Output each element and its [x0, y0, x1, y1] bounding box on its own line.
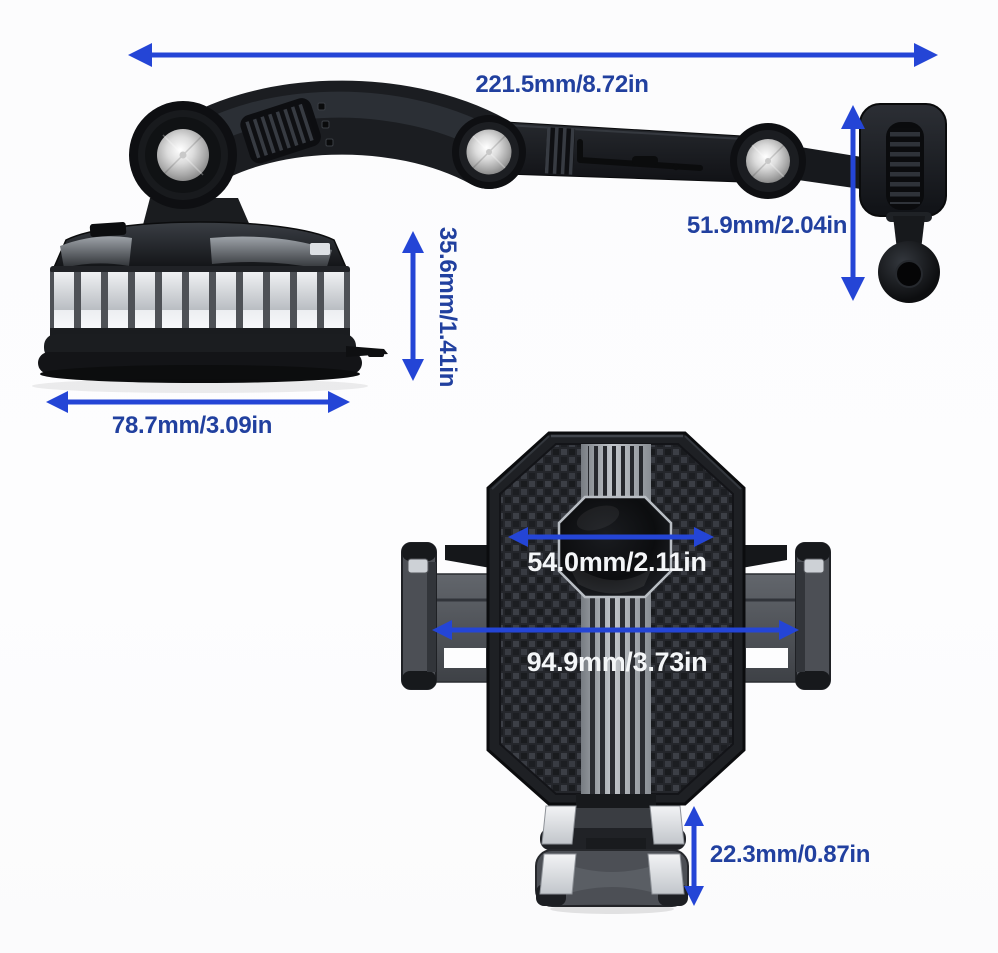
grip-pad-shade [427, 562, 436, 672]
dimension-label-base-height: 35.6mm/1.41in [434, 226, 461, 388]
arrow-end-drop-height [841, 105, 865, 301]
arm-dot-2 [321, 120, 330, 129]
arrow-foot-height [684, 806, 704, 906]
dimension-arrows [46, 43, 938, 906]
arrow-arm-length [128, 43, 938, 67]
dimension-label-foot-height: 22.3mm/0.87in [709, 841, 871, 868]
arrow-clamp-max-width [432, 620, 799, 640]
ground-shadow [32, 379, 368, 393]
base-cap-tab [310, 243, 330, 255]
ball-hole [896, 261, 922, 287]
phone-clamp-view [401, 431, 832, 914]
arrow-base-width [46, 391, 350, 413]
base-button [89, 221, 127, 238]
end-link [794, 146, 868, 190]
knurl-bottom-band [50, 328, 350, 336]
dimension-label-base-width: 78.7mm/3.09in [111, 412, 273, 439]
bar-grip-ribs [544, 127, 576, 175]
ball-stem [893, 216, 925, 250]
foot1-pad-left [541, 805, 577, 845]
center-octagon-button [557, 495, 673, 599]
arm-joint-middle [452, 115, 526, 189]
foot2-pad-right [647, 853, 685, 895]
column-stripes-top [588, 446, 646, 504]
base-cap-inset-right [210, 236, 332, 270]
grip-pad-bottom-cap [402, 671, 436, 689]
arm-spring-grip [240, 98, 321, 164]
foot2-bowtie [560, 862, 664, 896]
suction-base [32, 221, 388, 393]
suction-mount-view [32, 80, 947, 393]
feet-shadow [550, 904, 674, 914]
bar-slider [632, 156, 658, 165]
arm-dot-3 [325, 138, 334, 147]
arm-hole [444, 648, 486, 668]
bar-pin [672, 163, 680, 171]
lever-tip [368, 352, 384, 357]
end-knob [859, 103, 947, 217]
bottom-feet [535, 794, 689, 914]
arrow-base-height [402, 231, 424, 381]
bar-slot [577, 139, 703, 171]
knob-slot-ribs [890, 128, 920, 204]
grip-clip [407, 558, 429, 574]
arm-dot-1 [317, 102, 326, 111]
foot1-pad-right [649, 805, 685, 845]
ball-joint [878, 241, 940, 303]
column-stripes-bottom [588, 596, 646, 794]
arm-joint-left [129, 101, 237, 209]
dimension-label-end-drop-height: 51.9mm/2.04in [686, 212, 848, 239]
feet-neck [576, 794, 656, 812]
arm-extension-bar [504, 121, 743, 183]
dimension-label-arm-length: 221.5mm/8.72in [475, 71, 649, 98]
knurled-ring [50, 272, 350, 330]
bar-top-edge [504, 124, 743, 140]
clamp-body [486, 431, 746, 806]
base-bottom-edge [40, 365, 360, 383]
arrow-clamp-min-width [508, 527, 714, 547]
dimension-label-clamp-max-width: 94.9mm/3.73in [526, 647, 708, 677]
articulated-arm [129, 80, 947, 303]
arm-joint-right [730, 123, 806, 199]
dimension-label-clamp-min-width: 54.0mm/2.11in [527, 547, 707, 577]
grip-pad-top-cap [402, 543, 436, 561]
foot2-pad-left [539, 853, 577, 895]
base-cap-inset-left [60, 236, 132, 268]
